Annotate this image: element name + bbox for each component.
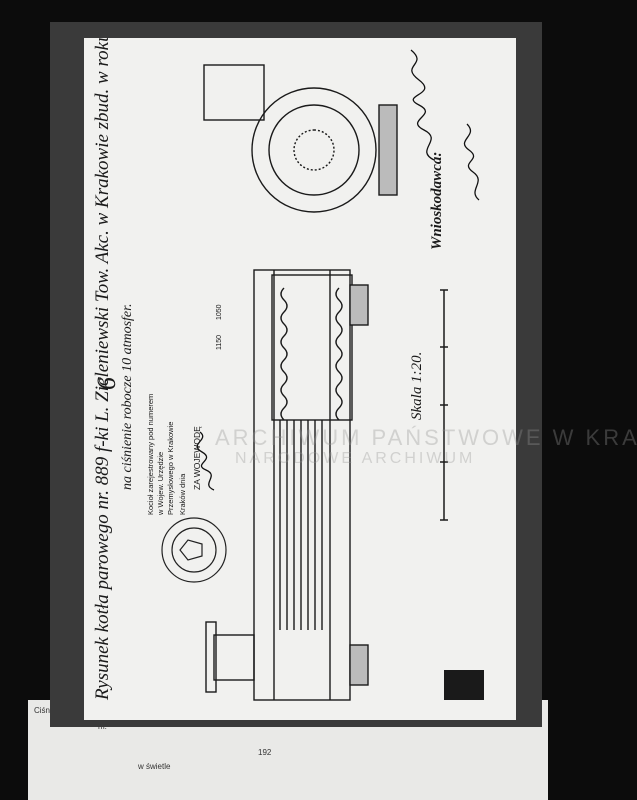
scale-bar	[440, 289, 448, 521]
archive-watermark: ARCHIWUM PAŃSTWOWE W KRAKOWIE	[215, 425, 637, 450]
signature	[196, 49, 480, 491]
boiler-side-view	[205, 269, 369, 701]
official-round-seal	[161, 517, 227, 583]
boiler-drawing	[161, 49, 484, 701]
boiler-end-view	[203, 64, 398, 213]
archive-watermark-secondary: NARODOWE ARCHIWUM	[235, 450, 476, 467]
technical-drawing: 6 Rysunek kotła parowego nr. 889 f-ki L.…	[84, 38, 516, 720]
rotated-content: 6 Rysunek kotła parowego nr. 889 f-ki L.…	[84, 38, 516, 720]
dimension-label: 1150	[216, 334, 223, 350]
underlying-text: w świetle	[138, 762, 171, 771]
dimension-label: 1050	[216, 304, 223, 320]
dark-stamp-block	[444, 670, 484, 700]
underlying-text: 192	[258, 748, 272, 757]
